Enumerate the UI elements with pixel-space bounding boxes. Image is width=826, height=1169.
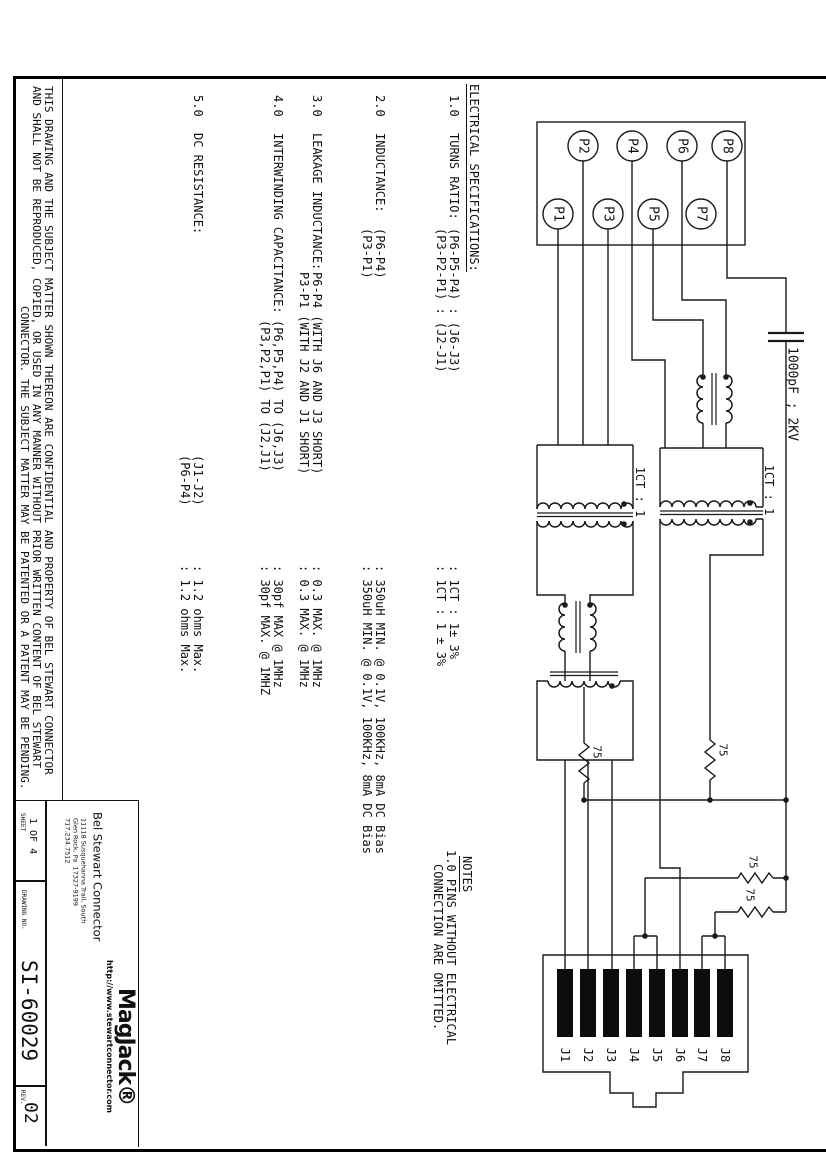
confidentiality-line-3: CONNECTOR. THE SUBJECT MATTER MAY BE PAT…: [18, 306, 31, 790]
p6-label: P6: [675, 138, 690, 154]
spec-1-line1: (P6-P5-P4) : (J6-J3): [447, 228, 461, 373]
spec-1-val2: : 1CT : 1 ± 3%: [434, 565, 448, 667]
drawing-no: SI-60029: [17, 960, 41, 1062]
specs-heading: ELECTRICAL SPECIFICATIONS:: [466, 84, 481, 272]
confidentiality-line-1: THIS DRAWING AND THE SUBJECT MATTER SHOW…: [42, 86, 55, 775]
spec-5-line2: (P6-P4): [178, 455, 192, 506]
ratio-left-label: 1CT : 1: [633, 467, 647, 518]
resistor-75-label-2: 75: [717, 743, 730, 756]
spec-4-line2: (P3,P2,P1) TO (J2,J1): [258, 320, 272, 472]
resistor-75-label-3: 75: [747, 855, 760, 868]
notes-line-1: 1.0 PINS WITHOUT ELECTRICAL: [444, 850, 458, 1046]
p8-label: P8: [720, 138, 735, 154]
spec-1-line2: (P3-P2-P1) : (J2-J1): [434, 228, 448, 373]
spec-3-num: 3.0: [310, 95, 324, 117]
company-address-1: 11118 Susquehanna Trail, South: [79, 818, 88, 924]
title-block-divider: [45, 800, 47, 1146]
wires: [536, 161, 787, 972]
confidentiality-box: [16, 79, 63, 800]
magjack-logo: MagJack®: [113, 988, 138, 1106]
p1-label: P1: [551, 206, 566, 222]
spec-4-val2: : 30pf MAX. @ 1MHZ: [258, 565, 272, 696]
spec-4-label: INTERWINDING CAPACITANCE:: [271, 133, 285, 314]
p2-label: P2: [576, 138, 591, 154]
spec-3-val1: : 0.3 MAX. @ 1MHz: [310, 565, 324, 688]
capacitor-label: 1000pF ; 2KV: [785, 347, 800, 441]
j5-label: J5: [650, 1048, 664, 1062]
confidentiality-line-2: AND SHALL NOT BE REPRODUCED, COPIED, OR …: [30, 86, 43, 769]
p5-label: P5: [646, 206, 661, 222]
spec-4-line1: (P6,P5,P4) TO (J6,J3): [271, 320, 285, 472]
sheet-label: SHEET: [19, 813, 26, 832]
spec-1-val1: : 1CT : 1± 3%: [447, 565, 461, 659]
rj45-jack-outline: [542, 954, 749, 1108]
notes-line-2: CONNECTION ARE OMITTED.: [431, 864, 445, 1031]
spec-2-num: 2.0: [373, 95, 387, 117]
spec-4-num: 4.0: [271, 95, 285, 117]
company-address-2: Glen Rock, Pa 17327-9199: [71, 818, 80, 907]
sheet-value: 1 OF 4: [27, 818, 38, 855]
drawing-no-label: DRAWING NO.: [20, 890, 27, 930]
spec-5-line1: (J1-J2): [191, 455, 205, 506]
j2-label: J2: [581, 1048, 595, 1062]
rj45-pins: [557, 969, 733, 1037]
company-phone: 717.234.7512: [63, 818, 72, 864]
rev-label: REV.: [19, 1090, 26, 1105]
j7-label: J7: [695, 1048, 709, 1062]
resistors: [577, 739, 774, 919]
spec-5-val2: : 1.2 ohms Max.: [178, 565, 192, 674]
j8-label: J8: [718, 1048, 732, 1062]
p3-label: P3: [601, 206, 616, 222]
capacitor: [768, 331, 804, 343]
transformer-coils: [536, 374, 757, 688]
spec-2-line1: (P6-P4): [373, 228, 387, 279]
spec-2-label: INDUCTANCE:: [373, 133, 387, 213]
p7-label: P7: [694, 206, 709, 222]
spec-1-num: 1.0: [447, 95, 461, 117]
rev-cell-divider: [16, 1085, 46, 1087]
p4-label: P4: [625, 138, 640, 154]
j6-label: J6: [673, 1048, 687, 1062]
j4-label: J4: [627, 1048, 641, 1062]
ratio-right-label: 1CT : 1: [762, 465, 776, 516]
spec-3-line2: P3-P1 (WITH J2 AND J1 SHORT): [297, 272, 311, 475]
spec-5-label: DC RESISTANCE:: [191, 133, 205, 235]
sheet-cell-divider: [16, 880, 46, 882]
drawing-frame: [13, 76, 826, 1152]
j1-label: J1: [558, 1048, 572, 1062]
spec-3-label: LEAKAGE INDUCTANCE:: [310, 133, 324, 271]
spec-2-line2: (P3-P1): [360, 228, 374, 279]
notes-heading: NOTES: [459, 856, 474, 893]
title-block: [16, 800, 139, 1147]
resistor-75-label-4: 75: [744, 888, 757, 901]
company-name: Bel Stewart Connector: [90, 812, 105, 942]
company-url: http://www.stewartconnector.com: [105, 960, 114, 1113]
spec-3-val2: : 0.3 MAX. @ 1MHz: [297, 565, 311, 688]
junction-dots: [562, 374, 789, 939]
j3-label: J3: [604, 1048, 618, 1062]
spec-2-val1: : 350uH MIN. @ 0.1V, 100KHz, 8mA DC Bias: [373, 565, 387, 854]
p7-pin: [685, 198, 717, 230]
rev-value: 02: [20, 1102, 41, 1124]
p-connector-box: [536, 121, 746, 246]
transformer-cores: [537, 373, 763, 677]
spec-3-line1: P6-P4 (WITH J6 AND J3 SHORT): [310, 272, 324, 475]
spec-5-num: 5.0: [191, 95, 205, 117]
spec-5-val1: : 1.2 ohms Max.: [191, 565, 205, 674]
spec-4-val1: : 30pf MAX @ 1MHz: [271, 565, 285, 688]
spec-2-val2: : 350uH MIN. @ 0.1V, 100KHz, 8mA DC Bias: [360, 565, 374, 854]
spec-1-label: TURNS RATIO:: [447, 133, 461, 220]
resistor-75-label-1: 75: [591, 745, 604, 758]
